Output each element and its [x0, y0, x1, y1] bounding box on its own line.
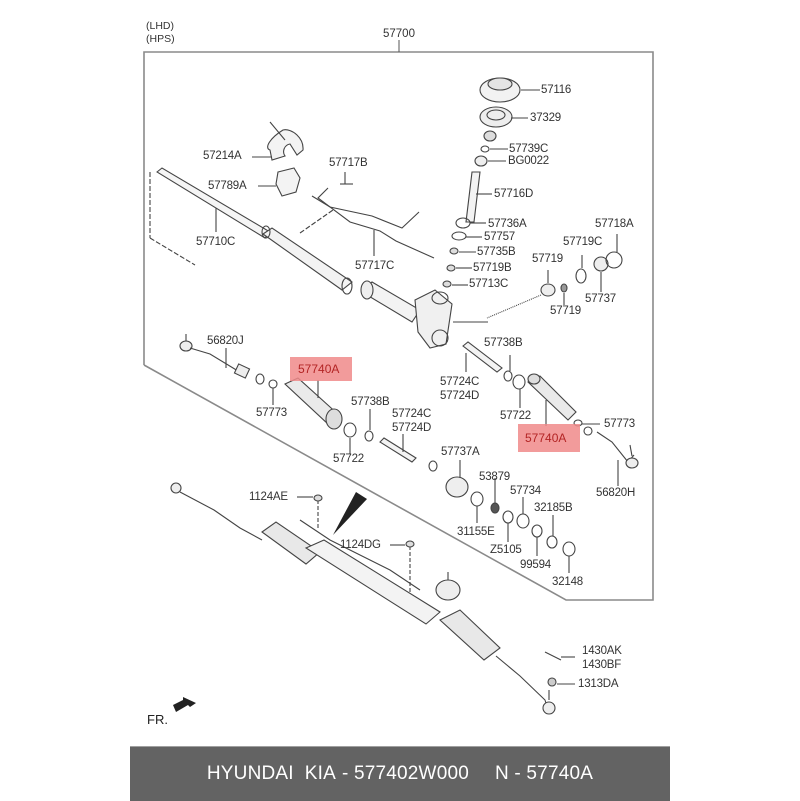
callout-57757[interactable]: 57757 [484, 231, 515, 243]
dust-cover-57116 [479, 77, 540, 103]
tie-rod-end-left-56820J [179, 334, 278, 405]
callout-57214A[interactable]: 57214A [203, 150, 242, 162]
callout-57722-left[interactable]: 57722 [333, 453, 364, 465]
callout-57717C[interactable]: 57717C [355, 260, 395, 272]
callout-57724D-left[interactable]: 57724D [392, 422, 432, 434]
callout-Z5105[interactable]: Z5105 [490, 544, 522, 556]
callout-99594[interactable]: 99594 [520, 559, 551, 571]
clamp-and-rod-left [343, 409, 438, 472]
callout-57740A-right[interactable]: 57740A [525, 431, 567, 445]
callout-1124DG[interactable]: 1124DG [340, 539, 381, 551]
inner-tie-rod-right [462, 341, 526, 408]
bushing-57789A [258, 167, 301, 197]
callout-57719-bottom[interactable]: 57719 [550, 305, 581, 317]
callout-1430BF[interactable]: 1430BF [582, 659, 622, 671]
callout-56820J[interactable]: 56820J [207, 335, 244, 347]
callout-57739C[interactable]: 57739C [509, 143, 549, 155]
seal-kit-group [445, 460, 576, 573]
rack-housing-tube-57710C [149, 167, 353, 295]
assembly-frame [143, 40, 654, 601]
callout-57719B[interactable]: 57719B [473, 262, 512, 274]
callout-57716D[interactable]: 57716D [494, 188, 534, 200]
tie-rod-end-right-56820H [573, 419, 639, 486]
highlight-box-right [518, 424, 580, 452]
callout-1430AK[interactable]: 1430AK [582, 645, 622, 657]
highlight-box-left [290, 357, 352, 381]
pinion-shaft-57716D [442, 171, 492, 288]
front-indicator-label: FR. [147, 712, 168, 727]
callout-57713C[interactable]: 57713C [469, 278, 509, 290]
banner-part-code: N - 57740A [495, 763, 594, 784]
callout-57718A[interactable]: 57718A [595, 218, 634, 230]
callout-57736A[interactable]: 57736A [488, 218, 527, 230]
boot-right-57740A [527, 373, 577, 426]
callout-37329[interactable]: 37329 [530, 112, 561, 124]
callout-57722-right[interactable]: 57722 [500, 410, 531, 422]
callout-1124AE[interactable]: 1124AE [249, 491, 288, 503]
assembled-steering-rack [170, 482, 575, 715]
banner-brand: HYUNDAI KIA [206, 763, 336, 784]
callout-57773-left[interactable]: 57773 [256, 407, 287, 419]
callout-57719C[interactable]: 57719C [563, 236, 603, 248]
callout-57717B[interactable]: 57717B [329, 157, 368, 169]
hps-note: (HPS) [146, 33, 175, 45]
callout-32148[interactable]: 32148 [552, 576, 583, 588]
drive-config-note: (LHD) (HPS) [146, 20, 175, 46]
callout-57737A[interactable]: 57737A [441, 446, 480, 458]
bracket-57214A [252, 121, 304, 161]
callout-57737[interactable]: 57737 [585, 293, 616, 305]
callout-57738B-right[interactable]: 57738B [484, 337, 523, 349]
callout-57773-right[interactable]: 57773 [604, 418, 635, 430]
pipes-57717 [299, 172, 435, 259]
callout-57719-top[interactable]: 57719 [532, 253, 563, 265]
callout-53879[interactable]: 53879 [479, 471, 510, 483]
callout-57724D-right[interactable]: 57724D [440, 390, 480, 402]
lhd-note: (LHD) [146, 20, 174, 32]
callout-31155E[interactable]: 31155E [457, 526, 495, 538]
cap-37329 [479, 106, 528, 128]
callout-57710C[interactable]: 57710C [196, 236, 236, 248]
callout-32185B[interactable]: 32185B [534, 502, 573, 514]
callout-57724C-right[interactable]: 57724C [440, 376, 480, 388]
yoke-parts [486, 234, 623, 319]
callout-1313DA[interactable]: 1313DA [578, 678, 619, 690]
front-direction-arrow [173, 697, 196, 712]
part-number-banner: HYUNDAI KIA - 577402W000 N - 57740A [130, 746, 670, 801]
callout-56820H[interactable]: 56820H [596, 487, 636, 499]
callout-57740A-left[interactable]: 57740A [298, 362, 340, 376]
steering-gear-housing [360, 280, 488, 349]
callout-57116[interactable]: 57116 [541, 84, 572, 96]
seal-parts-column [474, 130, 508, 167]
callout-57789A[interactable]: 57789A [208, 180, 247, 192]
callout-57735B[interactable]: 57735B [477, 246, 516, 258]
callout-57724C-left[interactable]: 57724C [392, 408, 432, 420]
boot-left-57740A [284, 377, 343, 430]
callout-57734[interactable]: 57734 [510, 485, 541, 497]
callout-BG0022[interactable]: BG0022 [508, 155, 549, 167]
banner-oem-number: - 577402W000 [341, 763, 469, 784]
callout-57738B-left[interactable]: 57738B [351, 396, 390, 408]
assembly-number[interactable]: 57700 [383, 28, 415, 40]
